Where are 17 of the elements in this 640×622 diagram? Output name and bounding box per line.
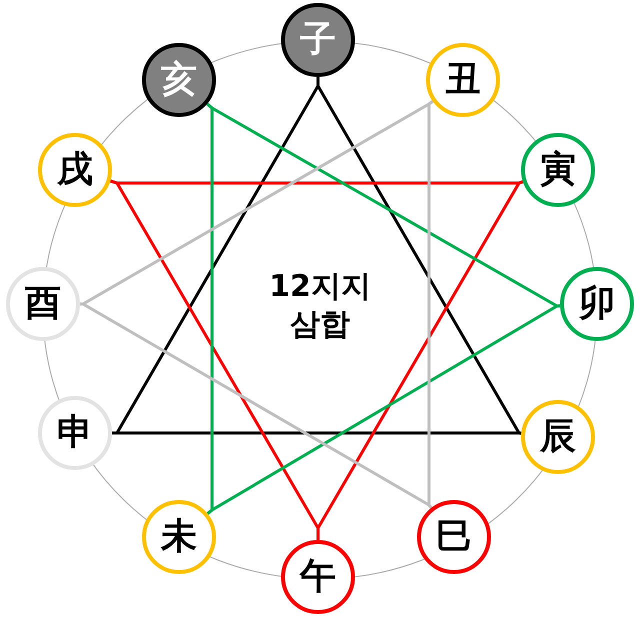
triangle-line xyxy=(112,77,320,434)
triangle-line xyxy=(206,102,214,515)
triangle-line xyxy=(110,179,320,540)
branch-character: 酉 xyxy=(25,286,61,322)
branch-character: 卯 xyxy=(579,286,615,322)
branch-character: 未 xyxy=(161,519,197,555)
branch-character: 午 xyxy=(300,559,336,595)
branch-character: 丑 xyxy=(445,62,481,98)
triangle-line xyxy=(428,100,434,509)
branch-character: 亥 xyxy=(161,62,197,98)
center-title: 12지지 삼합 xyxy=(268,268,372,344)
branch-character: 巳 xyxy=(436,519,472,555)
branch-character: 戌 xyxy=(57,152,93,188)
branch-character: 子 xyxy=(300,22,336,58)
branch-character: 辰 xyxy=(540,419,576,455)
branch-character: 申 xyxy=(57,415,93,451)
branch-character: 寅 xyxy=(540,152,576,188)
